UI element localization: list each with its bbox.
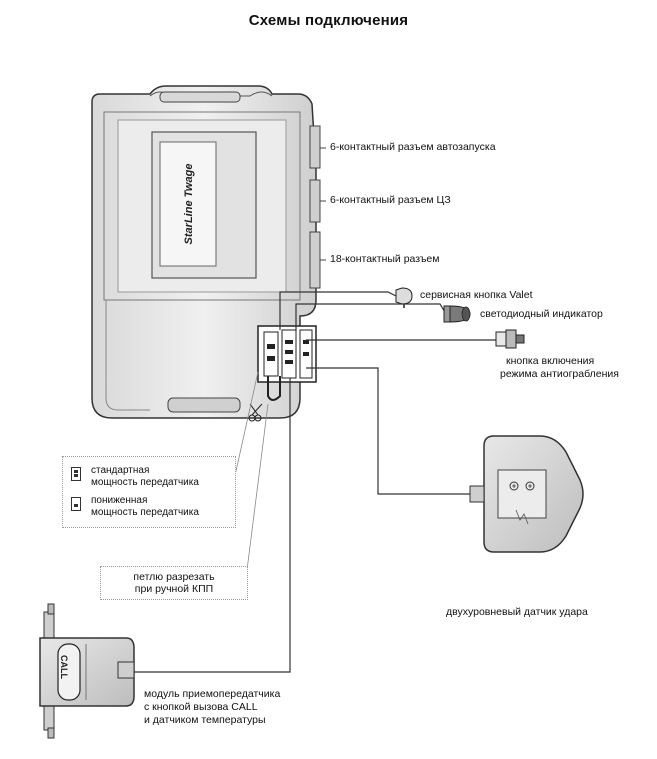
valet-button-icon (395, 287, 413, 308)
jumper-standard-icon (71, 467, 81, 481)
connector-block (257, 325, 317, 383)
call-text: CALL (59, 655, 69, 679)
label-module-line1: модуль приемопередатчика (144, 688, 281, 700)
label-antihijack-line2: режима антиограбления (500, 368, 619, 380)
label-connector-18: 18-контактный разъем (330, 253, 440, 265)
label-antihijack-line1: кнопка включения (506, 355, 595, 367)
legend-reduced-line2: мощность передатчика (91, 507, 199, 518)
cut-note-line2: при ручной КПП (134, 583, 214, 595)
legend-standard-line2: мощность передатчика (91, 477, 199, 488)
device-brand: StarLine Twage (166, 154, 212, 262)
brand-text: StarLine Twage (183, 163, 195, 245)
jumper-reduced-icon (71, 497, 81, 511)
led-indicator-icon (443, 305, 471, 323)
legend-standard-line1: стандартная (91, 465, 150, 476)
jumper-legend: стандартная мощность передатчика понижен… (62, 456, 236, 528)
label-led-indicator: светодиодный индикатор (480, 308, 603, 320)
label-connector-6-cz: 6-контактный разъем ЦЗ (330, 194, 451, 206)
label-connector-6-autostart: 6-контактный разъем автозапуска (330, 141, 496, 153)
call-button: CALL (56, 650, 72, 690)
scissors-icon (248, 403, 263, 422)
cut-note-line1: петлю разрезать (133, 571, 215, 583)
transceiver-module (39, 603, 135, 739)
label-module-line2: с кнопкой вызова CALL (144, 701, 258, 713)
legend-reduced-line1: пониженная (91, 495, 148, 506)
shock-sensor (469, 435, 584, 553)
cut-loop-note: петлю разрезать при ручной КПП (100, 566, 248, 600)
label-shock-sensor: двухуровневый датчик удара (446, 606, 588, 618)
antihijack-button-icon (495, 329, 525, 349)
label-module-line3: и датчиком температуры (144, 714, 266, 726)
label-valet-button: сервисная кнопка Valet (420, 289, 533, 301)
page-title: Схемы подключения (248, 12, 409, 29)
